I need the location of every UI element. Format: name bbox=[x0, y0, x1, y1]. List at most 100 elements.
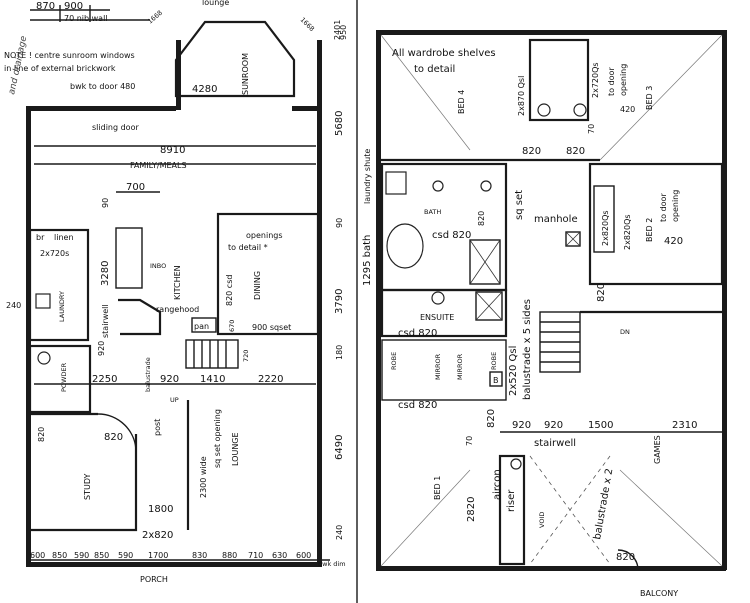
dim-820-study-door: 820 bbox=[104, 432, 123, 443]
label-csd-bath: csd 820 bbox=[432, 230, 471, 241]
dim-8910: 8910 bbox=[160, 145, 185, 156]
dim-880: 880 bbox=[222, 551, 237, 560]
room-dining: DINING bbox=[253, 271, 262, 300]
label-qsl-2x520: 2x520 Qsl bbox=[508, 346, 519, 396]
note-stairwell-left: stairwell bbox=[101, 304, 110, 338]
dim-920-mid: 920 bbox=[160, 374, 179, 385]
note-sliding-door: sliding door bbox=[92, 123, 139, 132]
dim-4280: 4280 bbox=[192, 84, 217, 95]
label-inbo: INBO bbox=[150, 262, 166, 270]
note-brickwork-line1: NOTE ! centre sunroom windows bbox=[4, 51, 135, 60]
dim-1668-right: 1668 bbox=[299, 16, 316, 33]
dim-830: 830 bbox=[192, 551, 207, 560]
label-bed2-door-1: to door bbox=[659, 193, 668, 222]
dim-900: 900 bbox=[64, 1, 83, 12]
label-aircon-1: aircon bbox=[492, 469, 503, 500]
dim-70-bed1: 70 bbox=[465, 436, 474, 446]
room-sunroom: SUNROOM bbox=[241, 53, 250, 95]
note-brickwork-line2: in line of external brickwork bbox=[4, 64, 116, 73]
label-sq-set-v: sq set bbox=[514, 190, 525, 220]
note-nib-wall: 70 nib wall bbox=[64, 14, 108, 23]
label-bath-vert: 1295 bath bbox=[362, 235, 373, 286]
dim-590-b: 590 bbox=[118, 551, 133, 560]
ground-floor-plan: 870 900 70 nib wall lounge 1668 1668 NOT… bbox=[4, 0, 348, 584]
dim-820-bed3: 820 bbox=[566, 146, 585, 157]
dim-3280: 3280 bbox=[100, 261, 111, 286]
dim-5680: 5680 bbox=[334, 111, 345, 136]
label-linen: linen bbox=[54, 233, 74, 242]
note-rangehood: rangehood bbox=[156, 305, 199, 314]
label-robe-bed3-a: 2x870 Qsl bbox=[517, 76, 526, 116]
label-robe-bed3-b: 2x720Qs bbox=[591, 62, 600, 98]
room-ensuite: ENSUITE bbox=[420, 313, 454, 322]
dim-2220: 2220 bbox=[258, 374, 283, 385]
dim-1668-left: 1668 bbox=[146, 9, 164, 26]
dim-600: 600 bbox=[30, 551, 45, 560]
room-lounge: LOUNGE bbox=[231, 432, 240, 466]
label-balustrade-5: balustrade x 5 sides bbox=[522, 299, 533, 400]
note-openings-1: openings bbox=[246, 231, 283, 240]
label-mirror-b: MIRROR bbox=[456, 353, 464, 380]
label-csd-bed1: csd 820 bbox=[398, 400, 437, 411]
dim-870: 870 bbox=[36, 1, 55, 12]
label-robe-a: ROBE bbox=[390, 352, 398, 370]
dim-1500: 1500 bbox=[588, 420, 613, 431]
dim-6490: 6490 bbox=[334, 435, 345, 460]
label-b: B bbox=[493, 376, 499, 385]
room-porch: PORCH bbox=[140, 575, 168, 584]
room-powder: POWDER bbox=[60, 362, 68, 392]
label-robe-bed2-b: 2x820Qs bbox=[601, 210, 610, 246]
label-bed2-door-2: opening bbox=[671, 190, 680, 222]
label-laundry-shute: laundry shute bbox=[363, 149, 372, 204]
label-csd-dining: 820 csd bbox=[225, 275, 234, 306]
note-openings-2: to detail * bbox=[228, 243, 268, 252]
dim-240-right: 240 bbox=[335, 525, 344, 540]
dim-180: 180 bbox=[335, 345, 344, 360]
dim-850-b: 850 bbox=[94, 551, 109, 560]
dim-820-bed4: 820 bbox=[522, 146, 541, 157]
room-bed4: BED 4 bbox=[457, 90, 466, 114]
note-sq-set-opening-2: sq set opening bbox=[213, 409, 222, 468]
dim-1800: 1800 bbox=[148, 504, 173, 515]
dim-710: 710 bbox=[248, 551, 263, 560]
room-games: GAMES bbox=[653, 435, 662, 464]
room-bath: BATH bbox=[424, 208, 441, 216]
dim-70-top: 70 bbox=[587, 124, 596, 134]
dim-3790: 3790 bbox=[334, 289, 345, 314]
note-bwk-dim: bwk dim bbox=[318, 560, 346, 568]
dim-820-bed2: 820 bbox=[596, 283, 607, 302]
note-post: post bbox=[153, 419, 162, 436]
room-family-meals: FAMILY/MEALS bbox=[130, 161, 187, 170]
dim-820-bed1-door: 820 bbox=[486, 409, 497, 428]
dim-2401: 2401 bbox=[333, 20, 342, 40]
note-balustrade-left: balustrade bbox=[144, 357, 152, 392]
upper-floor-plan: All wardrobe shelves to detail BED 4 BED… bbox=[362, 30, 727, 598]
dim-950: 950 bbox=[339, 25, 348, 40]
dim-90-right: 90 bbox=[335, 218, 344, 228]
note-sq-set-opening-1: 2300 wide bbox=[199, 456, 208, 498]
label-br: br bbox=[36, 233, 45, 242]
label-dn: DN bbox=[620, 328, 630, 336]
label-robe-b: ROBE bbox=[490, 352, 498, 370]
dim-2x720s: 2x720s bbox=[40, 249, 69, 258]
dim-630: 630 bbox=[272, 551, 287, 560]
dim-820-study-left: 820 bbox=[37, 427, 46, 442]
label-bed3-door-3: 420 bbox=[620, 105, 635, 114]
dim-920-a: 920 bbox=[512, 420, 531, 431]
dim-2x820: 2x820 bbox=[142, 530, 173, 541]
dim-240: 240 bbox=[6, 301, 21, 310]
dim-700: 700 bbox=[126, 182, 145, 193]
dim-2310: 2310 bbox=[672, 420, 697, 431]
dim-1410: 1410 bbox=[200, 374, 225, 385]
label-stairwell-right: stairwell bbox=[534, 438, 576, 449]
dim-1700: 1700 bbox=[148, 551, 168, 560]
note-lounge-top: lounge bbox=[202, 0, 229, 7]
dim-670: 670 bbox=[228, 320, 236, 332]
label-robe-bed2: 2x820Qs bbox=[623, 214, 632, 250]
note-brickwork-line3: bwk to door 480 bbox=[70, 82, 135, 91]
dim-90-kitchen: 90 bbox=[101, 198, 110, 208]
label-up: UP bbox=[170, 396, 179, 404]
label-bed2-door-3: 420 bbox=[664, 236, 683, 247]
note-wardrobe-1: All wardrobe shelves bbox=[392, 48, 496, 59]
